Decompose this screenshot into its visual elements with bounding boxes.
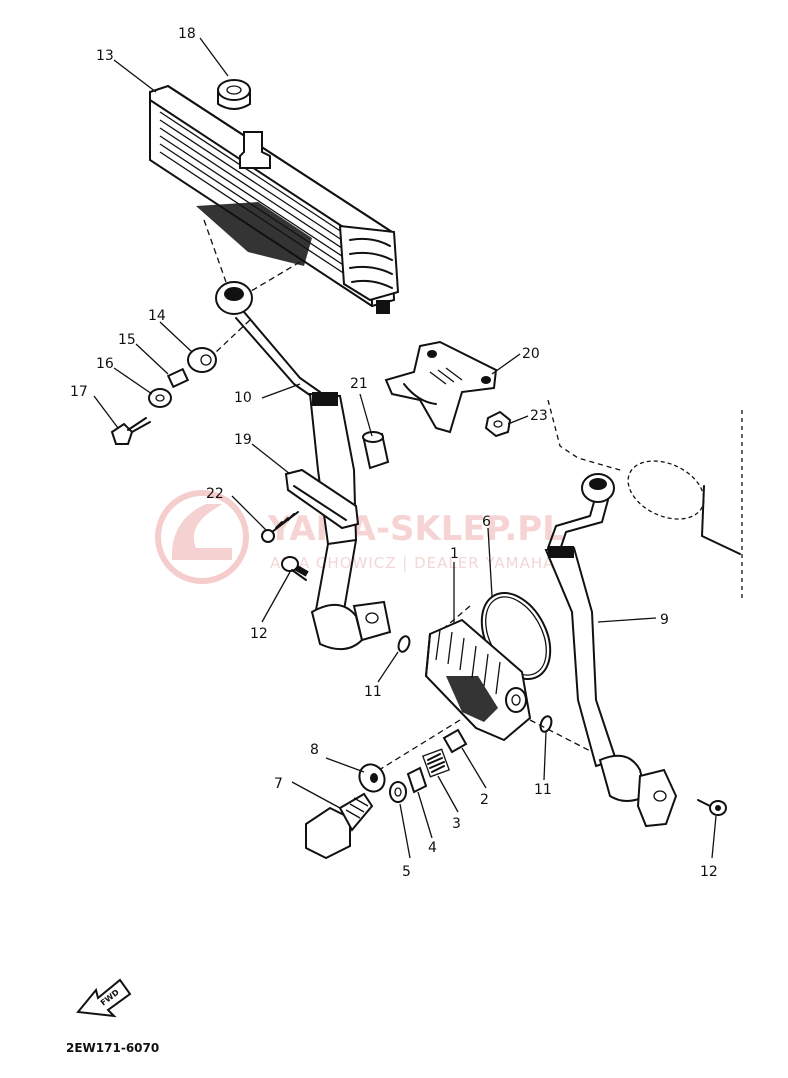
part-nut-23 <box>484 410 512 438</box>
callout-11-right: 11 <box>534 782 552 798</box>
part-union-bolt-7 <box>305 792 374 860</box>
callout-9: 9 <box>660 612 669 628</box>
part-bushing-15 <box>166 367 190 389</box>
part-collar-21 <box>362 431 390 470</box>
watermark-logo-mark <box>171 504 232 560</box>
part-oil-cooler <box>149 84 400 314</box>
callout-12-left: 12 <box>250 626 268 642</box>
callout-4: 4 <box>428 840 437 856</box>
part-filter-housing <box>424 618 532 742</box>
callout-18: 18 <box>178 26 196 42</box>
callout-16: 16 <box>96 356 114 372</box>
callout-15: 15 <box>118 332 136 348</box>
watermark: YAMA-SKLEP.PL ANIA CHOWICZ | DEALER YAMA… <box>155 490 564 584</box>
callout-20: 20 <box>522 346 540 362</box>
callout-22: 22 <box>206 486 224 502</box>
callout-13: 13 <box>96 48 114 64</box>
callout-12-right: 12 <box>700 864 718 880</box>
callout-1: 1 <box>450 546 459 562</box>
part-screw-22 <box>261 511 299 543</box>
callout-19: 19 <box>234 432 252 448</box>
watermark-logo <box>155 490 249 584</box>
part-collar-14 <box>187 347 217 373</box>
callout-23: 23 <box>530 408 548 424</box>
part-plug-2 <box>442 728 468 754</box>
alignment-lines <box>203 219 601 779</box>
part-washer-8 <box>358 763 386 793</box>
engine-case-outline <box>547 399 743 600</box>
part-bolt-12-right <box>697 799 727 816</box>
part-o-ring-small-left <box>397 635 411 653</box>
part-oil-hose-9 <box>544 473 678 828</box>
part-ball-4 <box>406 766 428 794</box>
callout-17: 17 <box>70 384 88 400</box>
part-o-ring-small-right <box>539 715 553 733</box>
part-bracket <box>384 340 498 434</box>
callout-7: 7 <box>274 776 283 792</box>
callout-labels: 1 2 3 4 5 6 7 8 9 10 11 11 12 12 13 14 1… <box>70 26 718 880</box>
callout-3: 3 <box>452 816 461 832</box>
callout-10: 10 <box>234 390 252 406</box>
callout-6: 6 <box>482 514 491 530</box>
part-washer-16 <box>148 388 172 408</box>
callout-21: 21 <box>350 376 368 392</box>
callout-5: 5 <box>402 864 411 880</box>
callout-11-left: 11 <box>364 684 382 700</box>
part-bolt-17 <box>110 417 151 445</box>
part-bolt-12-left <box>281 556 309 581</box>
front-arrow-icon: FWD <box>76 978 132 1018</box>
part-washer-5 <box>389 781 407 803</box>
callout-2: 2 <box>480 792 489 808</box>
watermark-title: YAMA-SKLEP.PL <box>267 509 564 549</box>
callout-8: 8 <box>310 742 319 758</box>
part-spring-3 <box>422 748 450 778</box>
leader-lines <box>93 37 717 859</box>
part-grommet <box>217 79 251 110</box>
watermark-subtitle: ANIA CHOWICZ | DEALER YAMAHA <box>270 554 554 572</box>
part-oil-hose-10 <box>215 281 392 651</box>
diagram-code: 2EW171-6070 <box>66 1041 159 1055</box>
part-clamp <box>284 468 360 530</box>
callout-14: 14 <box>148 308 166 324</box>
